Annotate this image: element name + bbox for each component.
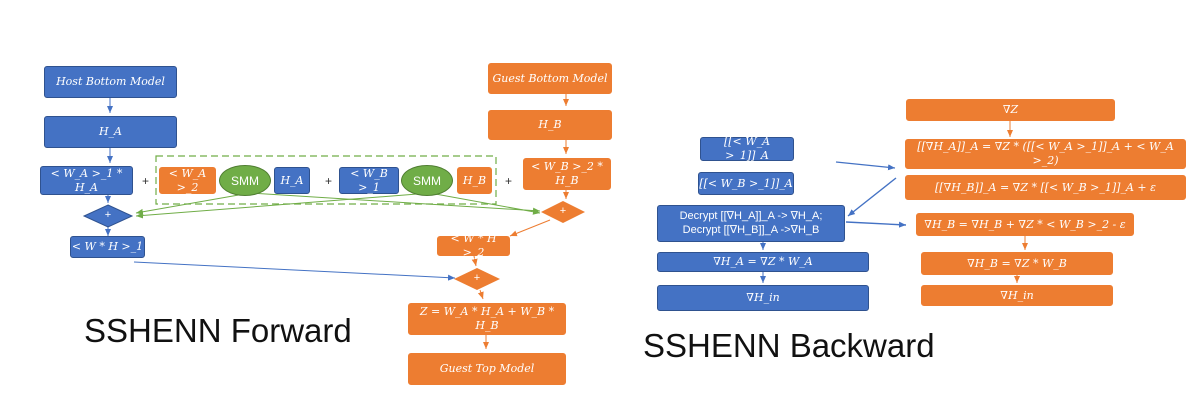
plus-sign-2: + — [325, 174, 333, 188]
smm-node-2: SMM — [401, 165, 453, 196]
decrypt-line-1: Decrypt [[∇H_A]]_A -> ∇H_A; — [679, 209, 823, 222]
guest-bottom-model: Guest Bottom Model — [488, 63, 612, 94]
wa2-share-box: < W_A >_2 — [159, 167, 216, 194]
grad-ha-box: ∇H_A = ∇Z * W_A — [657, 252, 869, 272]
wb1-share-box: < W_B >_1 — [339, 167, 399, 194]
guest-share-product: < W_B >_2 * H_B — [523, 158, 611, 190]
host-wh-share: < W * H >_1 — [70, 236, 145, 258]
host-sum-plus: + — [104, 209, 112, 221]
z-formula-box: Z = W_A * H_A + W_B * H_B — [408, 303, 566, 335]
guest-wh-share: < W * H >_2 — [437, 232, 510, 259]
enc-grad-ha-box: [[∇H_A]]_A = ∇Z * ([[< W_A >_1]]_A + < W… — [905, 139, 1186, 169]
plus-sign-1: + — [142, 174, 150, 188]
enc-grad-hb-box: [[∇H_B]]_A = ∇Z * [[< W_B >_1]]_A + ε — [905, 175, 1186, 200]
grad-hb-box: ∇H_B = ∇Z * W_B — [921, 252, 1113, 275]
smm-group-outline — [155, 155, 497, 205]
forward-title: SSHENN Forward — [84, 312, 352, 349]
decrypt-line-2: Decrypt [[∇H_B]]_A ->∇H_B — [682, 223, 820, 236]
grad-hin-host-box: ∇H_in — [657, 285, 869, 311]
encrypted-wa1: [[< W_A >_1]]_A — [700, 135, 794, 162]
guest-output-hb: H_B — [488, 110, 612, 140]
host-sum-diamond — [82, 204, 134, 228]
guest-sum-diamond — [541, 201, 585, 223]
z-sum-plus: + — [473, 272, 481, 284]
grad-hin-guest-box: ∇H_in — [921, 285, 1113, 306]
hb-small-box: H_B — [457, 167, 492, 194]
decrypt-box: Decrypt [[∇H_A]]_A -> ∇H_A; Decrypt [[∇H… — [657, 205, 845, 242]
backward-title: SSHENN Backward — [643, 327, 935, 364]
grad-hb-eps-box: ∇H_B = ∇H_B + ∇Z * < W_B >_2 - ε — [916, 213, 1134, 236]
plus-sign-3: + — [505, 174, 513, 188]
host-bottom-model: Host Bottom Model — [44, 66, 177, 98]
guest-top-model: Guest Top Model — [408, 353, 566, 385]
ha-small-box: H_A — [274, 167, 310, 194]
encrypted-wb1: [[< W_B >_1]]_A — [698, 172, 794, 195]
smm-node-1: SMM — [219, 165, 271, 196]
z-sum-diamond — [454, 268, 500, 290]
host-output-ha: H_A — [44, 116, 177, 148]
grad-z-box: ∇Z — [906, 99, 1115, 121]
guest-sum-plus: + — [559, 205, 567, 217]
host-share-product: < W_A >_1 * H_A — [40, 166, 133, 195]
